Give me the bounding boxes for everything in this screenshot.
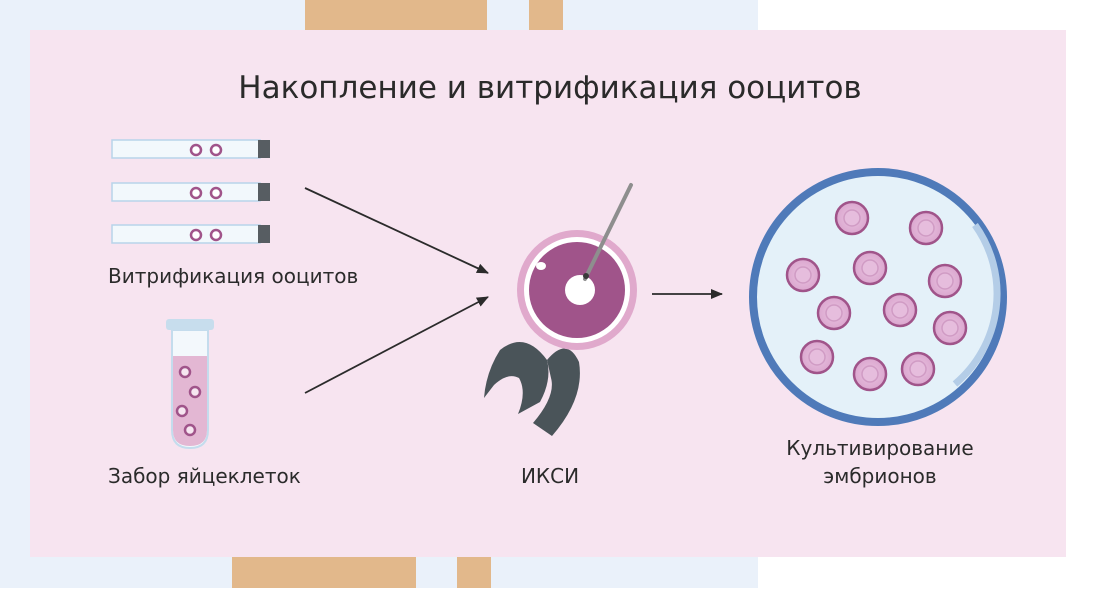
injection-needle bbox=[583, 183, 633, 281]
label-embryo-culture-line1: Культивирование bbox=[786, 436, 974, 460]
bg-tan-bottom-1 bbox=[232, 557, 416, 588]
arrow-vitrification-to-icsi bbox=[304, 187, 489, 274]
bg-tan-bottom-2 bbox=[457, 557, 491, 588]
label-embryo-culture-line2: эмбрионов bbox=[823, 464, 937, 488]
icsi-illustration bbox=[484, 183, 637, 436]
embryo bbox=[900, 351, 936, 387]
embryo bbox=[799, 339, 835, 375]
embryo bbox=[908, 210, 944, 246]
straw bbox=[111, 224, 270, 244]
embryo bbox=[834, 200, 870, 236]
holding-pipette bbox=[484, 342, 549, 414]
straw bbox=[111, 139, 270, 159]
straw bbox=[111, 182, 270, 202]
label-egg-retrieval: Забор яйцеклеток bbox=[108, 464, 301, 488]
bg-tan-top-1 bbox=[305, 0, 487, 30]
label-vitrification: Витрификация ооцитов bbox=[108, 264, 359, 288]
embryos bbox=[785, 200, 968, 392]
sperm-cell bbox=[583, 273, 589, 279]
embryo bbox=[852, 356, 888, 392]
polar-body bbox=[536, 262, 546, 270]
embryo bbox=[932, 310, 968, 346]
holding-pipette-right bbox=[533, 348, 580, 436]
embryo bbox=[852, 250, 888, 286]
embryo bbox=[882, 292, 918, 328]
label-icsi: ИКСИ bbox=[520, 464, 580, 488]
arrow-retrieval-to-icsi bbox=[304, 296, 489, 394]
embryo bbox=[785, 257, 821, 293]
vitrification-straws bbox=[111, 139, 270, 244]
nucleus bbox=[565, 275, 595, 305]
embryo bbox=[816, 295, 852, 331]
bg-tan-top-2 bbox=[529, 0, 563, 30]
diagram-title: Накопление и витрификация ооцитов bbox=[238, 70, 862, 106]
test-tube-icon bbox=[166, 319, 214, 450]
embryo bbox=[927, 263, 963, 299]
